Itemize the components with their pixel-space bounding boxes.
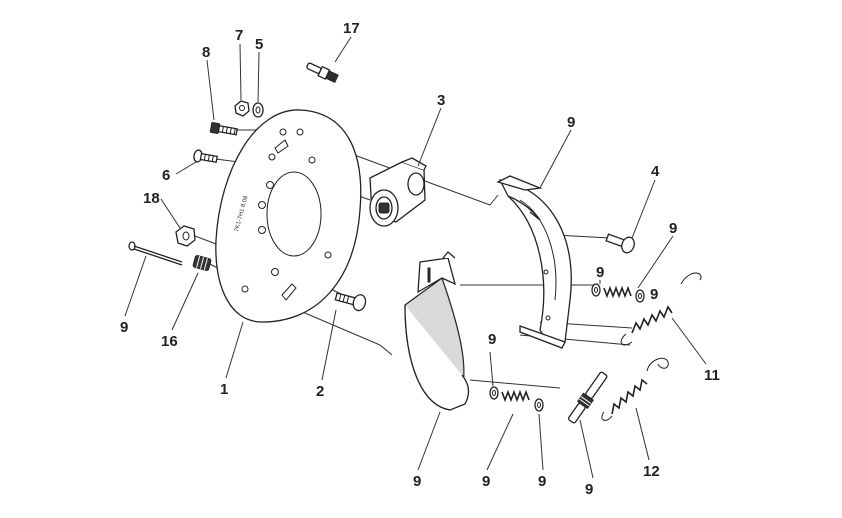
- plate-bolt-hole: [279, 128, 287, 136]
- callout-leaders: [124, 36, 707, 479]
- spacer-part-16: [192, 255, 212, 271]
- spring-upper: [603, 285, 632, 299]
- plate-bolt-hole: [308, 156, 316, 164]
- callout-7: 7: [235, 27, 243, 44]
- callout-9-upper-washer-2: 9: [650, 286, 658, 303]
- callout-1: 1: [220, 381, 228, 398]
- callout-9-lower-shoe: 9: [413, 473, 421, 490]
- bleed-nipple: [306, 62, 339, 84]
- callout-5: 5: [255, 36, 263, 53]
- callout-12: 12: [643, 463, 660, 480]
- bolt-part-2: [334, 292, 367, 312]
- plate-bolt-hole: [324, 251, 332, 259]
- plate-slot: [281, 283, 297, 301]
- callout-9-lower-spring: 9: [482, 473, 490, 490]
- nut-part-7: [234, 100, 250, 117]
- plate-bolt-hole: [271, 268, 279, 276]
- wheel-cylinder: [369, 157, 427, 227]
- callout-16: 16: [161, 333, 178, 350]
- bolt-part-8: [209, 122, 238, 136]
- callout-9-upper-shoe: 9: [567, 114, 575, 131]
- callout-18: 18: [143, 190, 160, 207]
- callout-4: 4: [651, 163, 660, 180]
- washer-upper-2: [635, 289, 645, 303]
- plate-bolt-hole: [241, 285, 249, 293]
- callout-3: 3: [437, 92, 445, 109]
- callout-9-lower-washer-2: 9: [538, 473, 546, 490]
- callout-9-upper-spring: 9: [669, 220, 677, 237]
- washer-part-5: [252, 102, 264, 118]
- plate-bolt-hole: [296, 128, 304, 136]
- washer-lower: [489, 386, 499, 400]
- callout-9-lower-washer: 9: [488, 331, 496, 348]
- screw-part-6: [193, 149, 218, 164]
- adjuster-part-15: [567, 371, 608, 424]
- brake-shoe-lower: [404, 251, 470, 411]
- callout-17: 17: [343, 20, 360, 37]
- washer-lower-2: [534, 398, 544, 412]
- nut-part-18: [175, 225, 196, 247]
- callout-labels: 17 7 5 8 3 9 6 4 18 9 9 9 9 16 9 11 1 2 …: [120, 20, 720, 498]
- return-spring-11: [620, 272, 702, 346]
- washer-upper: [591, 283, 601, 297]
- spring-lower: [501, 389, 530, 403]
- plate-bolt-hole: [258, 226, 266, 234]
- callout-2: 2: [316, 383, 324, 400]
- callout-6: 6: [162, 167, 170, 184]
- pin-part-4: [605, 233, 635, 254]
- callout-11: 11: [704, 367, 720, 384]
- return-spring-12: [601, 357, 669, 421]
- plate-bolt-hole: [258, 201, 266, 209]
- brake-shoe-upper: [496, 175, 572, 349]
- backing-plate: 7K1-7H1 8.08: [215, 109, 362, 323]
- callout-9-pin: 9: [120, 319, 128, 336]
- pin-part-9-left: [128, 241, 183, 266]
- plate-center-hole: [266, 171, 322, 257]
- callout-8: 8: [202, 44, 210, 61]
- callout-15: 9: [585, 481, 593, 498]
- callout-9-upper-washer: 9: [596, 264, 604, 281]
- plate-bolt-hole: [268, 153, 276, 161]
- plate-bolt-hole: [266, 181, 274, 189]
- plate-slot: [274, 139, 289, 154]
